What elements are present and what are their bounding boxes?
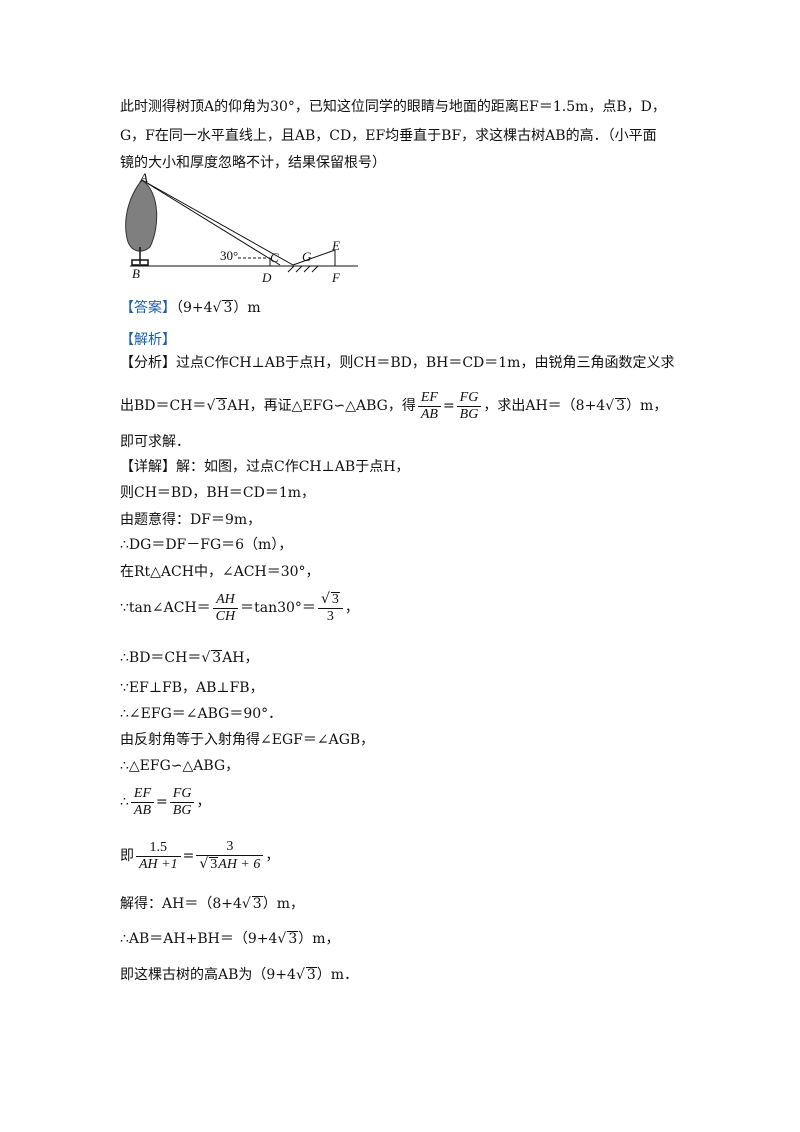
reflect-line-ge [292, 249, 336, 266]
mirror-hatch [287, 265, 319, 273]
answer-line: 【答案】（9+4√3）m [120, 300, 261, 316]
detail-line-5: 在Rt△ACH中，∠ACH＝30°， [120, 564, 320, 580]
label-a: A [139, 172, 148, 185]
detail-line-14: 解得：AH＝（8+4√3）m， [120, 896, 304, 912]
fenxi-text-2c: AH，再证△EFG∽△ABG，得 [227, 398, 416, 414]
fenxi-text-2f: ）m， [626, 398, 668, 414]
problem-line-3: 镜的大小和厚度忽略不计，结果保留根号） [120, 155, 386, 171]
analysis-tag: 【解析】 [120, 332, 176, 348]
detail-line-16: 即这棵古树的高AB为（9+4√3）m． [120, 967, 359, 983]
label-c: C [270, 250, 279, 265]
label-f: F [331, 270, 341, 285]
problem-line-2: G，F在同一水平直线上，且AB，CD，EF均垂直于BF，求这棵古树AB的高．（小… [120, 128, 657, 144]
detail-line-10: 由反射角等于入射角得∠EGF＝∠AGB， [120, 732, 375, 748]
fenxi-tag: 【分析】 [120, 355, 176, 371]
answer-post: ）m [233, 300, 261, 316]
detail-line-1: 【详解】解：如图，过点C作CH⊥AB于点H， [120, 457, 409, 477]
detail-text-1: 解：如图，过点C作CH⊥AB于点H， [176, 459, 410, 475]
sight-line-ag [141, 179, 294, 266]
label-e: E [331, 238, 340, 253]
detail-line-15: ∴AB＝AH+BH＝（9+4√3）m， [120, 931, 340, 947]
detail-line-11: ∴△EFG∽△ABG， [120, 758, 240, 774]
sight-line-ac [141, 179, 281, 266]
detail-line-2: 则CH＝BD，BH＝CD＝1m， [120, 485, 316, 501]
tree-base [131, 259, 149, 266]
fenxi-radicand-1: 3 [216, 398, 228, 414]
problem-line-1: 此时测得树顶A的仰角为30°，已知这位同学的眼睛与地面的距离EF＝1.5m，点B… [120, 99, 666, 115]
detail-line-4: ∴DG＝DF－FG＝6（m）， [120, 537, 293, 553]
fenxi-line-1: 【分析】过点C作CH⊥AB于点H，则CH＝BD，BH＝CD＝1m，由锐角三角函数… [120, 353, 674, 373]
label-b: B [132, 266, 140, 281]
detail-line-3: 由题意得：DF＝9m， [120, 512, 262, 528]
fenxi-text-2a: 出BD＝CH＝ [120, 398, 207, 414]
answer-tag: 【答案】 [120, 300, 176, 316]
detail-fraction-3: 3√3AH + 6 [196, 839, 264, 873]
detail-line-8: ∵EF⊥FB，AB⊥FB， [120, 680, 264, 696]
fenxi-line-3: 即可求解． [120, 434, 190, 450]
label-g: G [302, 249, 312, 264]
fenxi-text-1: 过点C作CH⊥AB于点H，则CH＝BD，BH＝CD＝1m，由锐角三角函数定义求 [176, 355, 675, 371]
detail-line-9: ∴∠EFG＝∠ABG＝90°． [120, 706, 283, 722]
fenxi-text-2d: ，求出AH＝（8+4 [483, 398, 606, 414]
fenxi-radicand-2: 3 [615, 398, 627, 414]
detail-tag: 【详解】 [120, 459, 176, 475]
label-angle: 30° [220, 248, 238, 263]
answer-pre: （9+4 [176, 300, 213, 316]
detail-line-7: ∴BD＝CH＝√3AH， [120, 650, 259, 666]
tree-mirror-figure: A B C D E F G 30° [125, 172, 358, 285]
tree-canopy [125, 179, 158, 252]
answer-radicand: 3 [222, 300, 234, 316]
fenxi-eq: = [442, 398, 455, 414]
label-d: D [261, 270, 272, 285]
